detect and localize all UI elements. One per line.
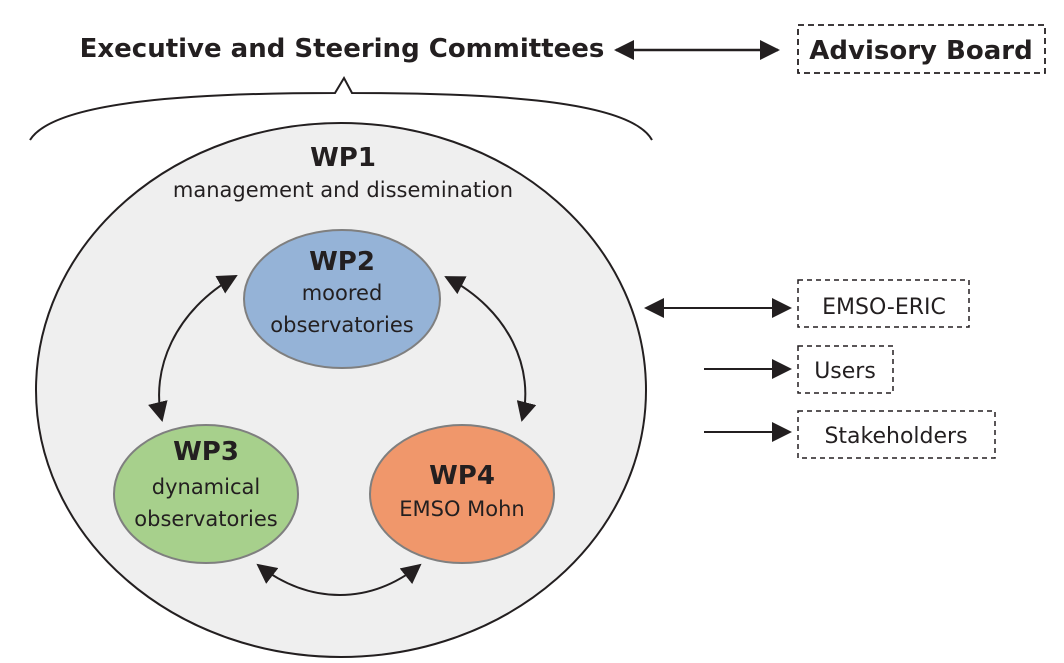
committees-brace xyxy=(29,75,653,141)
wp3-ellipse xyxy=(113,424,299,564)
committees-label: Executive and Steering Committees xyxy=(80,34,605,64)
wp2-wp3-arrow xyxy=(148,275,238,422)
wp2-line1: moored xyxy=(302,281,383,305)
stakeholders-box xyxy=(797,410,996,459)
emso-eric-label: EMSO-ERIC xyxy=(822,295,946,320)
wp2-line2: observatories xyxy=(270,313,413,337)
wp1-ellipse xyxy=(35,122,647,658)
wp2-wp4-arrow xyxy=(444,276,537,422)
wp4-title: WP4 xyxy=(429,461,495,491)
wp1-description: management and dissemination xyxy=(173,178,513,202)
wp2-ellipse xyxy=(243,229,441,369)
wp2-title: WP2 xyxy=(309,247,375,277)
emso-eric-box xyxy=(797,279,970,328)
wp4-ellipse xyxy=(369,424,555,564)
wp3-line2: observatories xyxy=(134,507,277,531)
advisory-board-box xyxy=(797,24,1046,74)
wp1-title: WP1 xyxy=(310,143,376,173)
advisory-board-label: Advisory Board xyxy=(809,36,1032,66)
users-box xyxy=(797,345,894,394)
wp3-wp4-arrow xyxy=(256,563,422,596)
stakeholders-label: Stakeholders xyxy=(824,424,967,449)
wp4-line1: EMSO Mohn xyxy=(399,497,525,521)
wp3-title: WP3 xyxy=(173,437,239,467)
users-label: Users xyxy=(814,359,876,384)
wp3-line1: dynamical xyxy=(152,475,260,499)
